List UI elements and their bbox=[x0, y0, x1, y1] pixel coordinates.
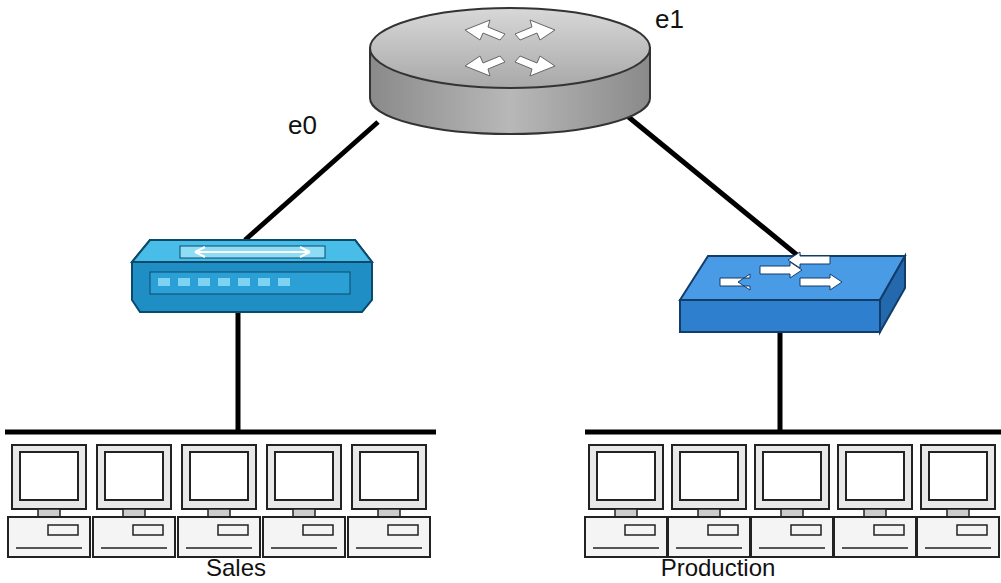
router-symbol bbox=[370, 8, 650, 134]
computer-symbol bbox=[93, 445, 175, 557]
network-cable bbox=[5, 92, 1001, 432]
computer-symbol bbox=[263, 445, 345, 557]
network-label: Sales bbox=[206, 556, 266, 580]
interface-label: e1 bbox=[655, 6, 684, 32]
computer-symbol bbox=[8, 445, 90, 557]
computer-symbol bbox=[668, 445, 750, 557]
computer-symbol bbox=[834, 445, 916, 557]
switch-symbol bbox=[132, 240, 372, 312]
interface-label: e0 bbox=[288, 112, 317, 138]
network-label: Production bbox=[661, 556, 776, 580]
computer-symbol bbox=[178, 445, 260, 557]
switch-symbol bbox=[680, 252, 905, 332]
computer-symbol bbox=[751, 445, 833, 557]
computer-symbol bbox=[348, 445, 430, 557]
computer-symbol bbox=[585, 445, 667, 557]
computer-symbol bbox=[917, 445, 999, 557]
